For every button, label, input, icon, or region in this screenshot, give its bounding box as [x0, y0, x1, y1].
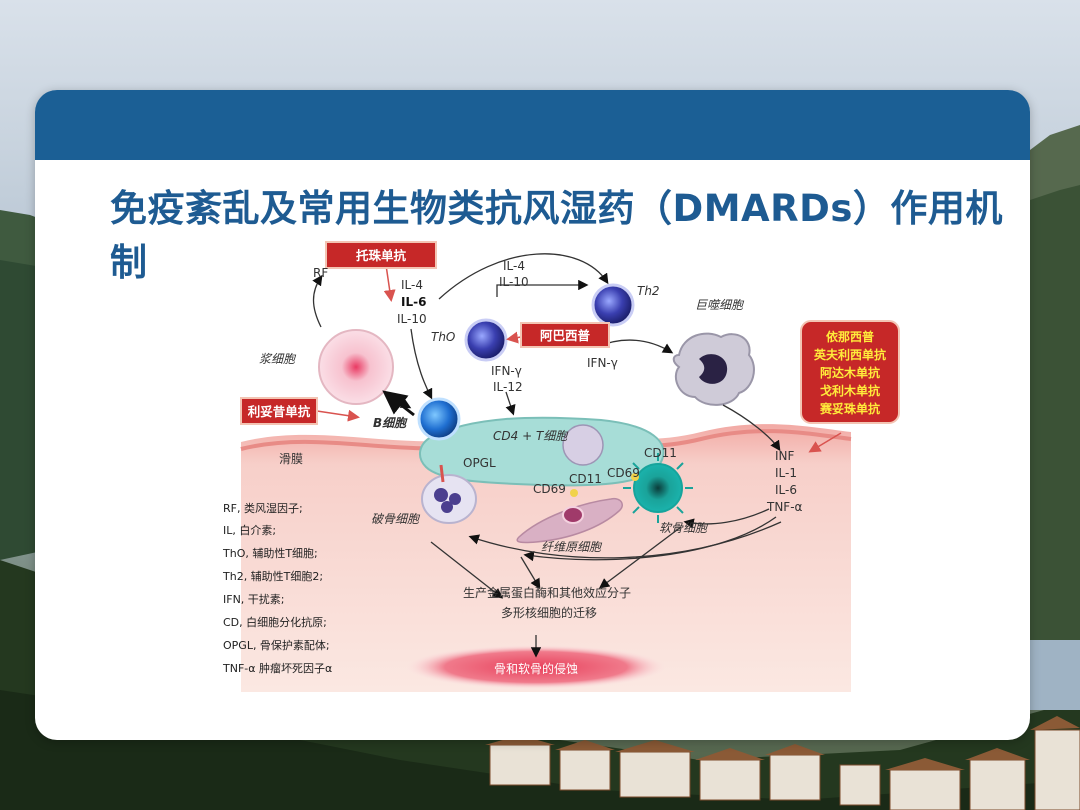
legend-item: CD, 白细胞分化抗原; [223, 615, 327, 629]
cd11-label-a: CD11 [569, 472, 602, 486]
drug-etanercept-label: 依那西普 [826, 329, 874, 344]
slide-header-bar [35, 90, 1030, 160]
legend-item: RF, 类风湿因子; [223, 501, 303, 515]
b-cell-label: B细胞 [373, 416, 408, 430]
drug-tocilizumab-label: 托珠单抗 [356, 248, 407, 263]
legend-item: IFN, 干扰素; [223, 592, 285, 606]
th2-cell [593, 285, 633, 325]
effect-line2: 多形核细胞的迁移 [501, 605, 597, 620]
cd4-t-cell-nucleus [563, 425, 603, 465]
erosion-label: 骨和软骨的侵蚀 [494, 661, 578, 676]
legend-item: IL, 白介素; [223, 523, 276, 537]
th2-il4: IL-4 [503, 259, 525, 273]
chondrocyte-cell [623, 453, 693, 523]
legend-item: ThO, 辅助性T细胞; [222, 546, 318, 560]
drug-golimumab-label: 戈利木单抗 [820, 383, 880, 398]
b-cell [419, 399, 459, 439]
th2-il10: IL-10 [499, 275, 529, 289]
opgl-label: OPGL [463, 456, 496, 470]
legend-item: OPGL, 骨保护素配体; [223, 638, 330, 652]
cd11-label-b: CD11 [644, 446, 677, 460]
b-to-plasma-arrow [387, 394, 414, 415]
legend-item: Th2, 辅助性T细胞2; [222, 569, 323, 583]
b-cell-il10: IL-10 [397, 312, 427, 326]
th0-cell [466, 320, 506, 360]
drug-abatacept-label: 阿巴西普 [540, 328, 591, 343]
drug-adalimumab-label: 阿达木单抗 [820, 365, 880, 380]
rf-label: RF [313, 266, 328, 280]
drug-box-abatacept: 阿巴西普 [521, 323, 609, 347]
b-cell-il4: IL-4 [401, 278, 423, 292]
osteoclast-label: 破骨细胞 [371, 512, 421, 526]
macrophage-il6: IL-6 [775, 483, 797, 497]
cd-marker-a [570, 489, 578, 497]
synovium-label: 滑膜 [279, 452, 303, 466]
macrophage-tnf-alpha: TNF-α [766, 500, 803, 514]
th2-label: Th2 [637, 284, 660, 298]
drug-infliximab-label: 英夫利西单抗 [814, 347, 886, 362]
macrophage-il1: IL-1 [775, 466, 797, 480]
fibroblast-label: 纤维原细胞 [541, 540, 603, 554]
fibroblast-nucleus [563, 507, 583, 523]
plasma-cell-label: 浆细胞 [259, 352, 297, 366]
drug-box-tocilizumab: 托珠单抗 [326, 242, 436, 268]
opgl-link [441, 465, 443, 482]
drug-box-rituximab: 利妥昔单抗 [241, 398, 317, 424]
drug-rituximab-label: 利妥昔单抗 [248, 404, 311, 419]
cd69-label-b: CD69 [607, 466, 640, 480]
dmards-mechanism-diagram: 托珠单抗 阿巴西普 利妥昔单抗 依那西普 英夫利西单抗 阿达木单抗 戈利木单抗 … [201, 237, 910, 710]
effect-line1: 生产金属蛋白酶和其他效应分子 [463, 585, 631, 600]
th0-il12: IL-12 [493, 380, 523, 394]
plasma-cell [319, 330, 393, 404]
cd69-label-a: CD69 [533, 482, 566, 496]
drug-box-tnf-inhibitors: 依那西普 英夫利西单抗 阿达木单抗 戈利木单抗 赛妥珠单抗 [801, 321, 899, 423]
macrophage-ifn-gamma: IFN-γ [587, 356, 618, 370]
b-cell-il6: IL-6 [401, 295, 426, 309]
macrophage-label: 巨噬细胞 [695, 298, 745, 312]
cd4-t-cell-label: CD4 + T细胞 [493, 429, 569, 443]
th0-ifn-gamma: IFN-γ [491, 364, 522, 378]
drug-certolizumab-label: 赛妥珠单抗 [819, 401, 880, 416]
macrophage-inf: INF [775, 449, 795, 463]
th0-label: ThO [431, 330, 455, 344]
legend-item: TNF-α 肿瘤坏死因子α [222, 661, 332, 675]
chondrocyte-label: 软骨细胞 [659, 521, 709, 535]
